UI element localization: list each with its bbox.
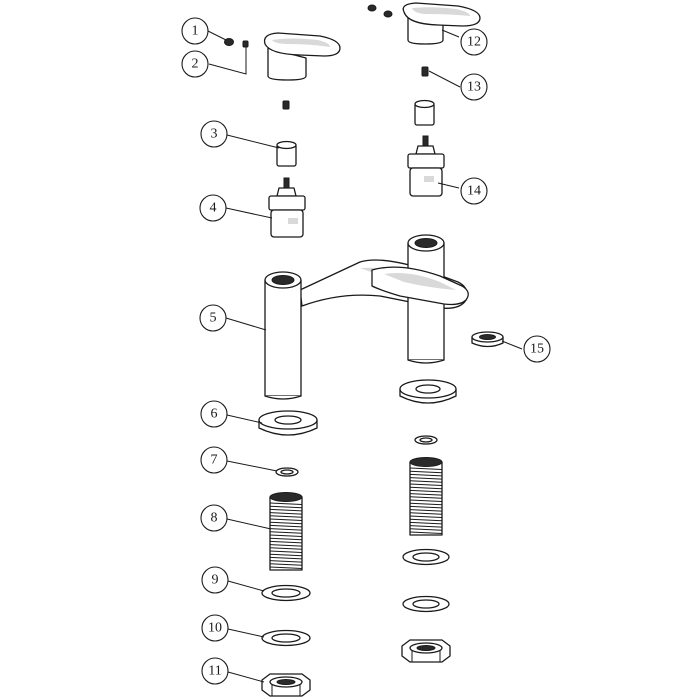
callout-15: 15 xyxy=(523,335,551,363)
callout-9: 9 xyxy=(201,566,229,594)
thread-line xyxy=(269,518,303,521)
callout-13: 13 xyxy=(460,73,488,101)
callout-3: 3 xyxy=(200,120,228,148)
thread-line xyxy=(269,515,303,518)
callout-5: 5 xyxy=(199,304,227,332)
callout-label: 5 xyxy=(210,311,217,326)
left-handle xyxy=(263,32,341,81)
part-7-o-ring xyxy=(275,467,299,477)
callout-1: 1 xyxy=(181,17,209,45)
callout-label: 9 xyxy=(212,573,219,588)
thread-line xyxy=(269,540,303,544)
thread-line xyxy=(409,502,443,506)
callout-2: 2 xyxy=(181,50,209,78)
thread-line xyxy=(269,553,303,557)
right-o-ring xyxy=(414,435,438,445)
leader-lines xyxy=(207,29,523,683)
thread-line xyxy=(409,518,443,522)
callout-14: 14 xyxy=(460,177,488,205)
callout-12: 12 xyxy=(460,28,488,56)
thread-line xyxy=(409,525,443,528)
thread-line xyxy=(269,563,303,566)
thread-line xyxy=(269,550,303,553)
right-threaded-shank xyxy=(409,457,443,536)
thread-line xyxy=(269,537,303,541)
thread-line xyxy=(409,496,443,499)
part-2-grub-screw xyxy=(242,40,249,48)
part-8-threaded-shank xyxy=(269,492,303,571)
thread-line xyxy=(409,467,443,470)
thread-line xyxy=(409,505,443,509)
callout-label: 2 xyxy=(192,57,199,72)
callout-label: 8 xyxy=(211,511,218,526)
thread-line xyxy=(409,486,443,490)
callout-label: 6 xyxy=(211,407,218,422)
callout-label: 3 xyxy=(211,127,218,142)
callout-4: 4 xyxy=(199,194,227,222)
right-back-nut xyxy=(401,639,451,663)
thread-line xyxy=(269,508,303,512)
part-15-aerator xyxy=(471,331,504,348)
thread-line xyxy=(409,477,443,480)
thread-line xyxy=(409,483,443,486)
callout-11: 11 xyxy=(201,657,229,685)
thread-line xyxy=(269,556,303,560)
thread-line xyxy=(269,560,303,563)
thread-line xyxy=(269,521,303,525)
thread-line xyxy=(409,528,443,531)
callout-label: 15 xyxy=(530,342,544,357)
thread-line xyxy=(409,512,443,515)
thread-line xyxy=(409,493,443,496)
callout-label: 14 xyxy=(467,184,481,199)
thread-line xyxy=(269,502,303,505)
thread-line xyxy=(409,509,443,512)
thread-line xyxy=(269,534,303,537)
thread-line xyxy=(409,470,443,474)
thread-line xyxy=(269,566,303,569)
callout-label: 12 xyxy=(467,35,481,50)
callout-6: 6 xyxy=(200,400,228,428)
thread-line xyxy=(409,489,443,493)
callout-10: 10 xyxy=(201,614,229,642)
part-12-handle xyxy=(402,2,481,45)
thread-line xyxy=(409,515,443,518)
part-10-washer xyxy=(261,629,311,647)
part-6-washer xyxy=(258,410,318,436)
right-washer-lower xyxy=(402,595,450,613)
thread-line xyxy=(269,531,303,534)
callout-7: 7 xyxy=(200,446,228,474)
thread-line xyxy=(269,544,303,547)
thread-line xyxy=(409,531,443,534)
part-13-grub-screw xyxy=(421,66,429,77)
thread-line xyxy=(409,521,443,525)
thread-line xyxy=(269,528,303,531)
part-1-nut xyxy=(224,38,234,46)
callout-label: 10 xyxy=(208,621,222,636)
thread-line xyxy=(409,480,443,483)
callout-label: 11 xyxy=(208,664,221,679)
callout-label: 7 xyxy=(211,453,218,468)
thread-line xyxy=(269,512,303,515)
callout-label: 4 xyxy=(210,201,217,216)
thread-line xyxy=(269,505,303,509)
thread-line xyxy=(409,499,443,502)
callout-label: 1 xyxy=(192,24,199,39)
right-top-nuts xyxy=(367,4,393,18)
part-9-washer xyxy=(261,584,311,602)
right-washer-upper xyxy=(402,548,450,566)
right-washer-large xyxy=(399,379,457,404)
part-5-body-right-pillar xyxy=(371,234,469,364)
part-3-bush xyxy=(276,140,297,167)
thread-line xyxy=(409,473,443,477)
part-11-back-nut xyxy=(261,673,311,697)
thread-line xyxy=(269,547,303,550)
left-handle-screw xyxy=(282,100,290,110)
part-14-cartridge xyxy=(407,135,445,197)
right-bush xyxy=(414,99,435,126)
callout-8: 8 xyxy=(200,504,228,532)
thread-line xyxy=(269,524,303,528)
callout-label: 13 xyxy=(467,80,481,95)
part-4-cartridge xyxy=(268,177,306,238)
